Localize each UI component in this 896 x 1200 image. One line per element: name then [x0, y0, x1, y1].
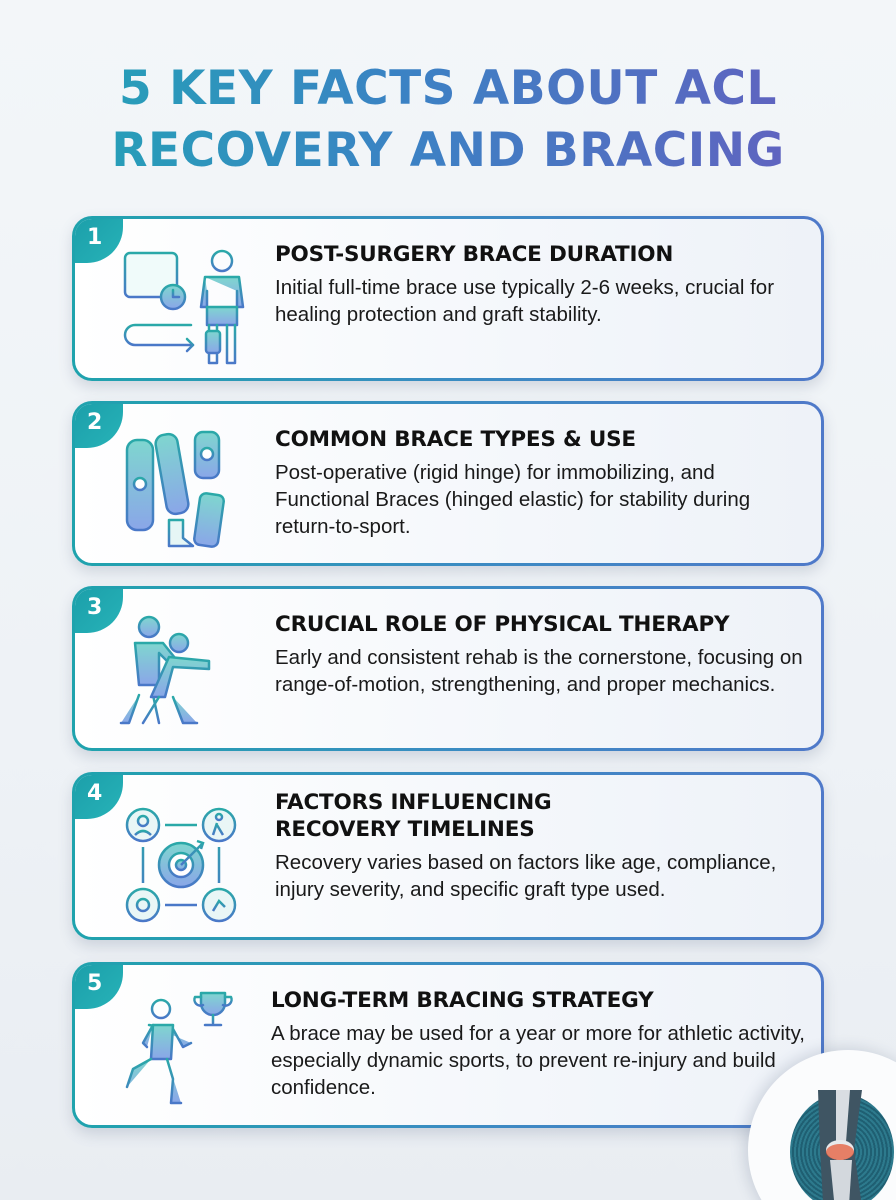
knee-brace-types-icon — [113, 424, 263, 554]
fact-body: A brace may be used for a year or more f… — [271, 1022, 805, 1099]
knee-joint-icon — [818, 1090, 862, 1200]
fact-body: Recovery varies based on factors like ag… — [275, 851, 777, 901]
fact-heading: POST-SURGERY BRACE DURATION — [275, 242, 674, 267]
fact-heading-line-1: FACTORS INFLUENCING — [275, 790, 552, 815]
fact-card-2: 2 COMMON BRACE TYPES & USE Post-operativ… — [72, 401, 824, 566]
title-line-1: 5 KEY FACTS ABOUT ACL — [119, 61, 777, 116]
physical-therapy-icon — [113, 609, 263, 739]
knee-joint-illustration — [748, 1050, 896, 1200]
fact-body: Initial full-time brace use typically 2-… — [275, 276, 775, 326]
fact-card-3: 3 CRUCIAL ROLE OF PHYSICAL THERAPY Early… — [72, 586, 824, 751]
fact-number-badge: 1 — [75, 219, 123, 263]
fact-heading: CRUCIAL ROLE OF PHYSICAL THERAPY — [275, 612, 730, 637]
page-title: 5 KEY FACTS ABOUT ACL RECOVERY AND BRACI… — [0, 58, 896, 182]
fact-card-1: 1 POST-SURGERY BRACE DURATION — [72, 216, 824, 381]
fact-heading: COMMON BRACE TYPES & USE — [275, 427, 636, 452]
fact-heading: FACTORS INFLUENCING RECOVERY TIMELINES — [275, 789, 807, 843]
fact-body: Post-operative (rigid hinge) for immobil… — [275, 461, 751, 538]
title-line-2: RECOVERY AND BRACING — [111, 123, 785, 178]
target-factors-icon — [113, 795, 263, 925]
runner-trophy-icon — [109, 985, 259, 1115]
fact-heading: LONG-TERM BRACING STRATEGY — [271, 988, 654, 1013]
fact-body: Early and consistent rehab is the corner… — [275, 646, 803, 696]
fact-heading-line-2: RECOVERY TIMELINES — [275, 817, 535, 842]
fact-card-4: 4 FACTORS INFLUENCING RECOVERY TIMELINES — [72, 772, 824, 940]
fact-card-5: 5 LONG-TERM BRACING STRATEGY A brace may… — [72, 962, 824, 1128]
calendar-clock-braced-leg-icon — [113, 239, 263, 369]
